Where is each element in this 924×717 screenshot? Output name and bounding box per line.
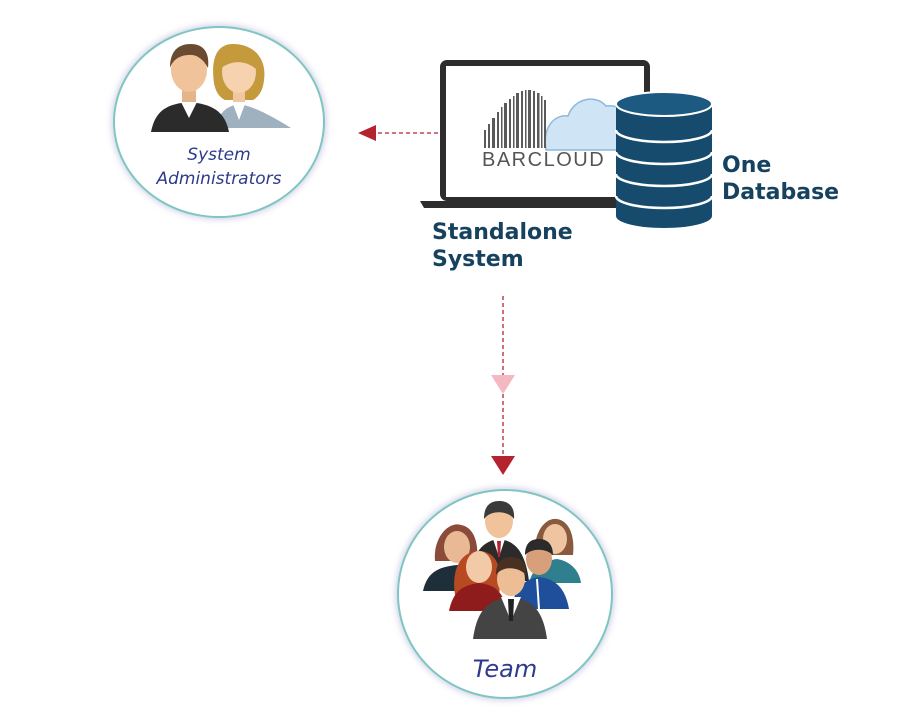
standalone-system-label: Standalone System xyxy=(432,219,592,273)
admins-label: System Administrators xyxy=(115,143,323,191)
database-label-line2: Database xyxy=(722,180,840,205)
admins-circle: System Administrators xyxy=(113,26,325,218)
team-label: Team xyxy=(472,655,538,683)
team-group-icon xyxy=(423,501,581,639)
barcloud-logo-text: BARCLOUD xyxy=(482,149,605,171)
laptop-base xyxy=(420,201,650,208)
arrowhead-mid-light xyxy=(491,375,515,394)
barcode-logo-icon xyxy=(484,90,546,148)
database-icon xyxy=(614,91,714,228)
laptop-icon: BARCLOUD xyxy=(420,60,650,208)
standalone-label-line1: Standalone xyxy=(432,220,573,245)
admins-label-line1: System xyxy=(187,145,251,165)
database-label-line1: One xyxy=(722,153,772,178)
team-member-front xyxy=(473,557,547,639)
standalone-label-line2: System xyxy=(432,247,524,272)
arrowhead-to-admins xyxy=(358,125,376,141)
one-database-label: One Database xyxy=(722,152,872,206)
team-circle: Team xyxy=(397,489,613,699)
admins-label-line2: Administrators xyxy=(156,169,282,189)
two-admins-icon xyxy=(151,44,291,132)
arrowhead-to-team xyxy=(491,456,515,475)
